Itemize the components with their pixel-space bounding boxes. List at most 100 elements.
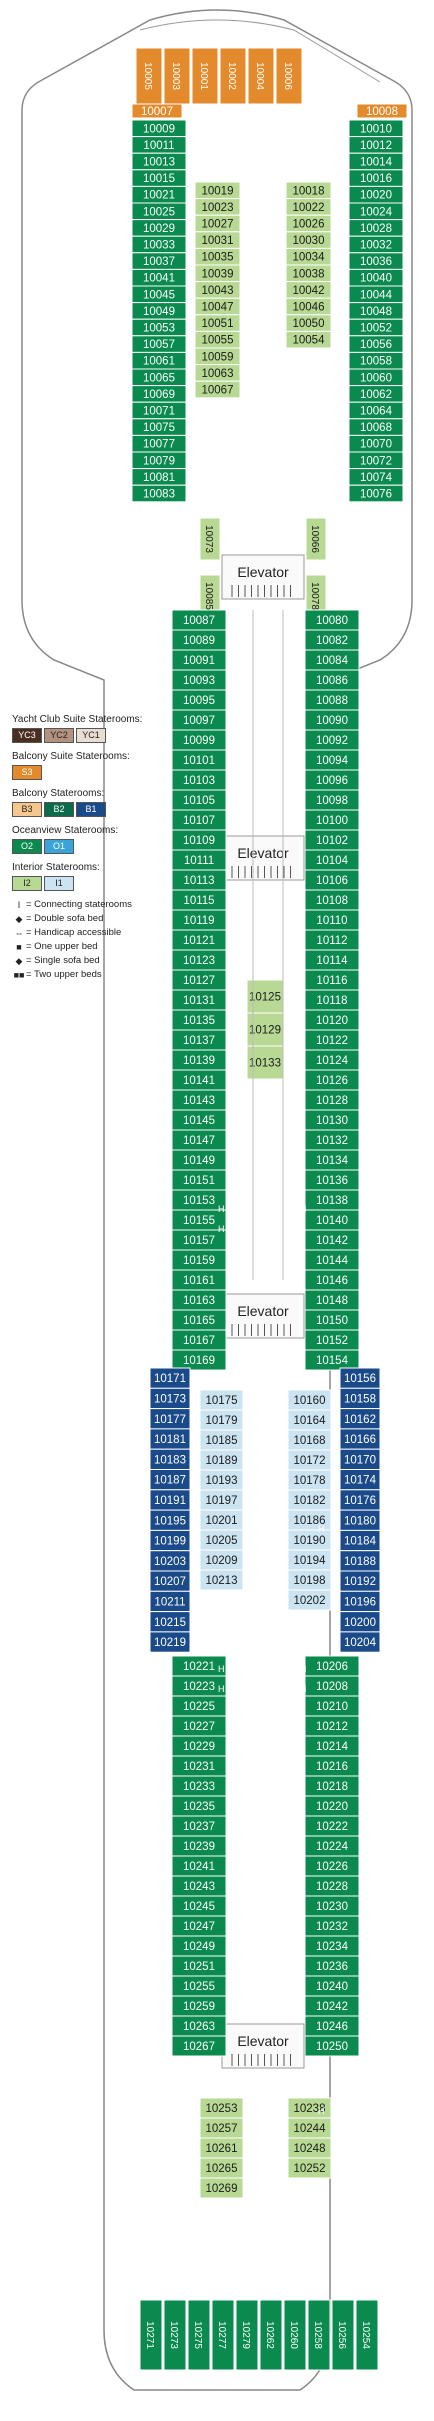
stateroom-number: 10007: [141, 106, 173, 118]
stateroom-number: 10165: [183, 1315, 215, 1327]
stateroom-10269[interactable]: [199, 2177, 244, 2199]
stateroom-10275[interactable]: [187, 2299, 211, 2371]
stateroom-10252[interactable]: [287, 2157, 332, 2179]
stateroom-number: 10049: [143, 306, 175, 318]
stateroom-10279[interactable]: [235, 2299, 259, 2371]
stateroom-number: 10134: [316, 1155, 349, 1167]
legend-symbols: I= Connecting staterooms◆= Double sofa b…: [12, 899, 162, 981]
stateroom-number: 10120: [316, 1015, 348, 1027]
stateroom-10250[interactable]: [304, 2035, 360, 2057]
stateroom-number: 10137: [183, 1035, 215, 1047]
stateroom-number: 10025: [143, 206, 175, 218]
stateroom-number: 10124: [316, 1055, 349, 1067]
stateroom-number: 10214: [316, 1741, 349, 1753]
stateroom-number: 10095: [183, 695, 215, 707]
stateroom-number: 10046: [293, 302, 325, 314]
stateroom-10076[interactable]: [348, 484, 404, 503]
stateroom-number: 10003: [170, 62, 181, 90]
handicap-icon: H: [218, 1684, 225, 1694]
stateroom-number: 10271: [144, 2321, 155, 2349]
stateroom-10219[interactable]: [149, 1631, 191, 1653]
legend-symbol-text: = Connecting staterooms: [26, 899, 132, 910]
stateroom-10002[interactable]: [219, 47, 247, 105]
stateroom-10054[interactable]: [285, 330, 332, 349]
stateroom-10262[interactable]: [259, 2299, 283, 2371]
stateroom-number: 10060: [360, 372, 392, 384]
stateroom-number: 10185: [206, 1435, 238, 1447]
stateroom-10001[interactable]: [191, 47, 219, 105]
stateroom-number: 10146: [316, 1275, 348, 1287]
stateroom-10003[interactable]: [163, 47, 191, 105]
legend-swatch-b2: B2: [44, 802, 74, 817]
stateroom-number: 10052: [360, 323, 392, 335]
stateroom-10202[interactable]: [287, 1589, 332, 1611]
stateroom-number: 10064: [360, 406, 393, 418]
stateroom-10005[interactable]: [135, 47, 163, 105]
stateroom-number: 10123: [183, 955, 215, 967]
stateroom-10067[interactable]: [194, 380, 241, 399]
stateroom-number: 10067: [202, 385, 234, 397]
legend-swatch-b1: B1: [76, 802, 106, 817]
stateroom-10154[interactable]: [304, 1349, 360, 1371]
stateroom-number: 10024: [360, 206, 393, 218]
stateroom-number: 10012: [360, 140, 392, 152]
stateroom-number: 10045: [143, 289, 175, 301]
stateroom-number: 10074: [360, 472, 393, 484]
legend-symbol-row: I= Connecting staterooms: [12, 899, 162, 911]
legend-symbol-row: ■ = One upper bed: [12, 941, 162, 953]
stateroom-10008[interactable]: [356, 103, 408, 119]
stateroom-10254[interactable]: [355, 2299, 379, 2371]
stateroom-10273[interactable]: [163, 2299, 187, 2371]
stateroom-number: 10147: [183, 1135, 215, 1147]
stateroom-number: 10243: [183, 1881, 215, 1893]
stateroom-number: 10255: [183, 1981, 215, 1993]
stateroom-10083[interactable]: [131, 484, 187, 503]
stateroom-number: 10227: [183, 1721, 215, 1733]
stateroom-number: 10090: [316, 715, 348, 727]
stateroom-number: 10014: [360, 157, 393, 169]
stateroom-10260[interactable]: [283, 2299, 307, 2371]
stateroom-number: 10159: [183, 1255, 215, 1267]
stateroom-10007[interactable]: [131, 103, 183, 119]
stateroom-number: 10194: [294, 1555, 327, 1567]
stateroom-number: 10048: [360, 306, 392, 318]
stateroom-number: 10234: [316, 1941, 349, 1953]
stateroom-10004[interactable]: [247, 47, 275, 105]
stateroom-number: 10265: [206, 2163, 238, 2175]
stateroom-10213[interactable]: [199, 1569, 244, 1591]
legend-swatch-s3: S3: [12, 765, 42, 780]
stateroom-10006[interactable]: [275, 47, 303, 105]
stateroom-number: 10009: [143, 123, 175, 135]
stateroom-number: 10253: [206, 2103, 238, 2115]
stateroom-number: 10180: [344, 1515, 376, 1527]
stateroom-10073[interactable]: [199, 517, 221, 561]
stateroom-number: 10175: [206, 1395, 238, 1407]
stateroom-10204[interactable]: [339, 1631, 381, 1653]
stateroom-number: 10188: [344, 1556, 376, 1568]
stateroom-10256[interactable]: [331, 2299, 355, 2371]
stateroom-number: 10086: [316, 675, 348, 687]
stateroom-number: 10050: [293, 318, 325, 330]
stateroom-number: 10093: [183, 675, 215, 687]
stateroom-number: 10023: [202, 202, 234, 214]
stateroom-10169[interactable]: [171, 1349, 227, 1371]
stateroom-number: 10038: [293, 268, 325, 280]
legend-symbol-text: = One upper bed: [26, 941, 98, 952]
stateroom-10277[interactable]: [211, 2299, 235, 2371]
two-upper-beds-icon: ■■: [13, 970, 25, 980]
stateroom-10258[interactable]: [307, 2299, 331, 2371]
handicap-icon: ⇔: [14, 928, 24, 938]
stateroom-number: 10167: [183, 1335, 215, 1347]
stateroom-number: 10068: [360, 422, 392, 434]
stateroom-10066[interactable]: [305, 517, 327, 561]
stateroom-number: 10226: [316, 1861, 348, 1873]
one-upper-bed-icon: ■: [16, 942, 22, 952]
stateroom-number: 10208: [316, 1681, 348, 1693]
stateroom-number: 10161: [183, 1275, 215, 1287]
stateroom-number: 10027: [202, 219, 234, 231]
stateroom-10267[interactable]: [171, 2035, 227, 2057]
stateroom-number: 10279: [240, 2321, 251, 2349]
stateroom-10271[interactable]: [139, 2299, 163, 2371]
stateroom-number: 10220: [316, 1801, 348, 1813]
